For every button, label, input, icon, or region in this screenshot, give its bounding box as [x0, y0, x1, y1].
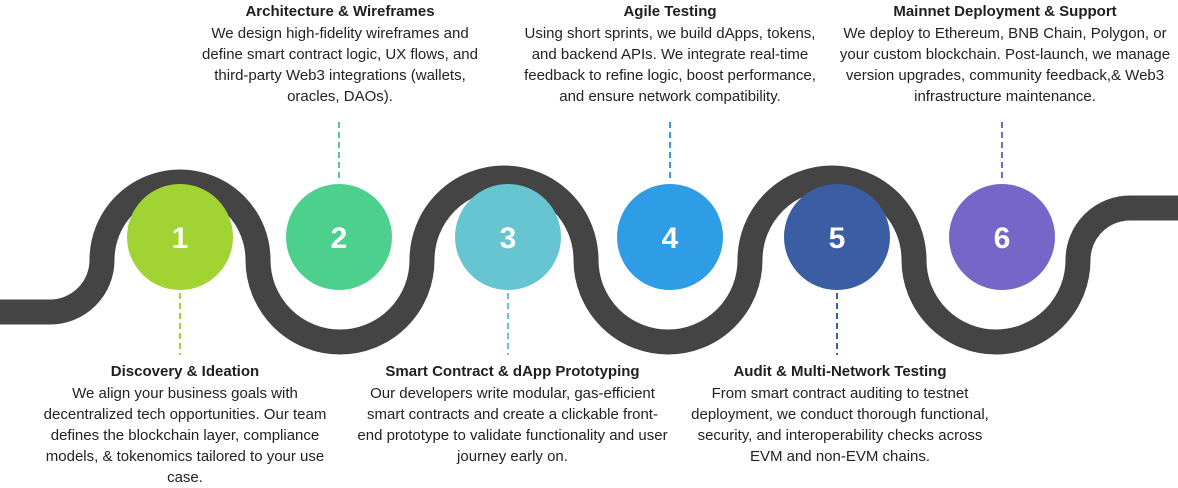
step-circle-group: 1 2 3 4 5 6 — [127, 184, 1055, 290]
step-3-text: Smart Contract & dApp Prototyping Our de… — [355, 362, 670, 467]
step-5-description: From smart contract auditing to testnet … — [691, 385, 989, 465]
step-6-text: Mainnet Deployment & Support We deploy t… — [835, 2, 1175, 107]
step-5-circle — [784, 184, 890, 290]
step-6-circle — [949, 184, 1055, 290]
step-1-circle — [127, 184, 233, 290]
step-6-number: 6 — [994, 222, 1011, 255]
step-2-text: Architecture & Wireframes We design high… — [190, 2, 490, 107]
step-4-text: Agile Testing Using short sprints, we bu… — [510, 2, 830, 107]
step-5-number: 5 — [829, 222, 846, 255]
step-5-title: Audit & Multi-Network Testing — [733, 363, 947, 380]
process-diagram: 1 2 3 4 5 6 — [0, 122, 1178, 355]
step-1-description: We align your business goals with decent… — [43, 385, 327, 486]
step-6-description: We deploy to Ethereum, BNB Chain, Polygo… — [839, 25, 1171, 105]
step-2-title: Architecture & Wireframes — [245, 3, 435, 20]
step-3-circle — [455, 184, 561, 290]
step-2-circle — [286, 184, 392, 290]
step-4-number: 4 — [662, 222, 679, 255]
step-1-number: 1 — [172, 222, 189, 255]
step-4-description: Using short sprints, we build dApps, tok… — [524, 25, 816, 105]
step-1-text: Discovery & Ideation We align your busin… — [40, 362, 330, 488]
step-6-title: Mainnet Deployment & Support — [893, 3, 1117, 20]
step-2-description: We design high-fidelity wireframes and d… — [202, 25, 478, 105]
step-3-number: 3 — [500, 222, 517, 255]
step-4-circle — [617, 184, 723, 290]
step-1-title: Discovery & Ideation — [110, 363, 260, 380]
step-2-number: 2 — [331, 222, 348, 255]
connector-group — [179, 122, 1003, 355]
step-5-text: Audit & Multi-Network Testing From smart… — [680, 362, 1000, 467]
step-4-title: Agile Testing — [623, 3, 717, 20]
wave-track — [0, 165, 1178, 355]
step-3-description: Our developers write modular, gas-effici… — [357, 385, 668, 465]
step-3-title: Smart Contract & dApp Prototyping — [385, 363, 640, 380]
